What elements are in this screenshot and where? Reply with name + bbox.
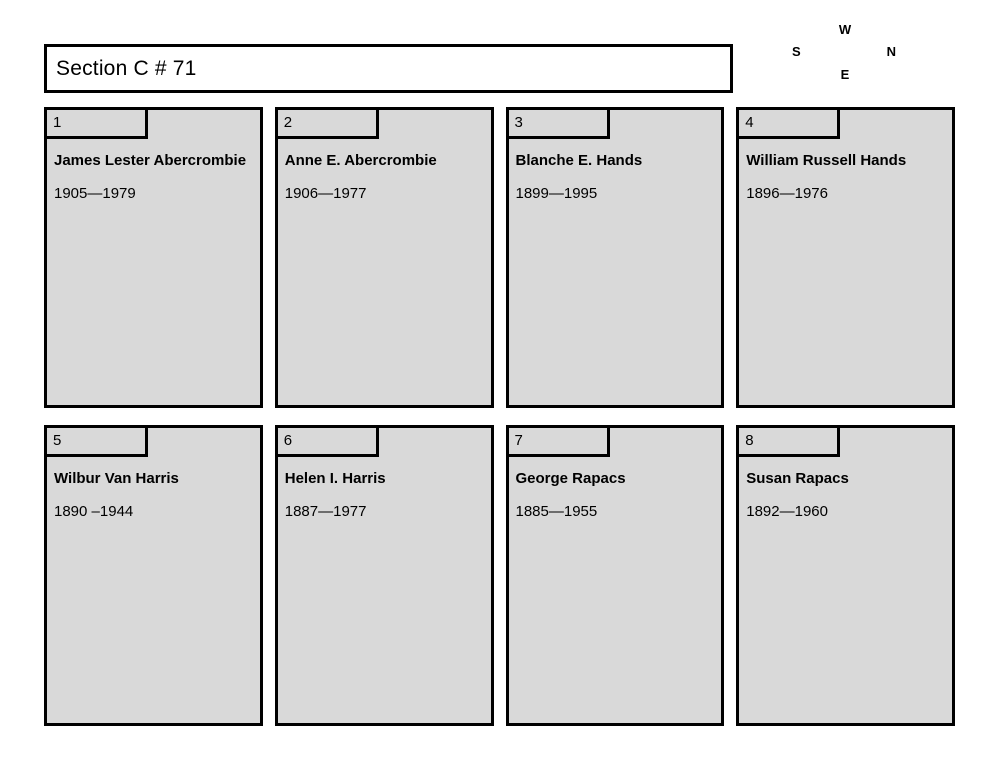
plot-number: 4	[745, 114, 754, 131]
plot-number: 2	[283, 114, 293, 131]
plot-number-tab: 6	[277, 428, 379, 457]
plot-number-tab: 5	[47, 428, 148, 457]
compass-east: E	[840, 67, 850, 82]
plot-dates: 1906—1977	[284, 185, 367, 202]
plot-6: 6 Helen I. Harris 1887—1977	[274, 425, 494, 726]
plot-name: Susan Rapacs	[746, 470, 849, 487]
plot-7: 7 George Rapacs 1885—1955	[505, 425, 725, 726]
plot-number-tab: 3	[508, 110, 610, 139]
compass-west: W	[838, 22, 852, 37]
plot-number-tab: 8	[739, 428, 841, 457]
plot-5: 5 Wilbur Van Harris 1890 –1944	[44, 425, 263, 726]
compass-rose: W S N E	[778, 22, 912, 88]
plot-dates: 1887—1977	[284, 503, 367, 520]
plot-grid: 1 James Lester Abercrombie 1905—1979 2 A…	[44, 107, 955, 726]
plot-name: Helen I. Harris	[284, 470, 386, 487]
section-title: Section C # 71	[56, 56, 197, 80]
plot-number-tab: 2	[277, 110, 379, 139]
section-title-box: Section C # 71	[44, 44, 733, 93]
plot-number: 6	[283, 432, 293, 449]
plot-number: 8	[745, 432, 754, 449]
compass-north: N	[886, 44, 896, 59]
plot-name: Blanche E. Hands	[515, 152, 643, 169]
plot-name: James Lester Abercrombie	[54, 152, 247, 169]
plot-name: William Russell Hands	[746, 152, 907, 169]
plot-3: 3 Blanche E. Hands 1899—1995	[505, 107, 725, 408]
plot-dates: 1896—1976	[746, 185, 828, 202]
plot-2: 2 Anne E. Abercrombie 1906—1977	[274, 107, 494, 408]
compass-south: S	[792, 44, 801, 59]
plot-name: Wilbur Van Harris	[54, 470, 179, 487]
plot-number-tab: 4	[739, 110, 841, 139]
plot-number: 1	[53, 114, 62, 131]
plot-dates: 1899—1995	[515, 185, 598, 202]
plot-number-tab: 1	[47, 110, 148, 139]
plot-number: 3	[514, 114, 523, 131]
plot-number-tab: 7	[508, 428, 610, 457]
plot-8: 8 Susan Rapacs 1892—1960	[736, 425, 955, 726]
plot-1: 1 James Lester Abercrombie 1905—1979	[44, 107, 263, 408]
plot-number: 7	[514, 432, 523, 449]
plot-name: Anne E. Abercrombie	[284, 152, 437, 169]
plot-name: George Rapacs	[515, 470, 626, 487]
plot-dates: 1892—1960	[746, 503, 828, 520]
plot-dates: 1885—1955	[515, 503, 598, 520]
plot-4: 4 William Russell Hands 1896—1976	[736, 107, 955, 408]
plot-dates: 1890 –1944	[54, 503, 134, 520]
plot-number: 5	[53, 432, 62, 449]
plot-dates: 1905—1979	[54, 185, 136, 202]
